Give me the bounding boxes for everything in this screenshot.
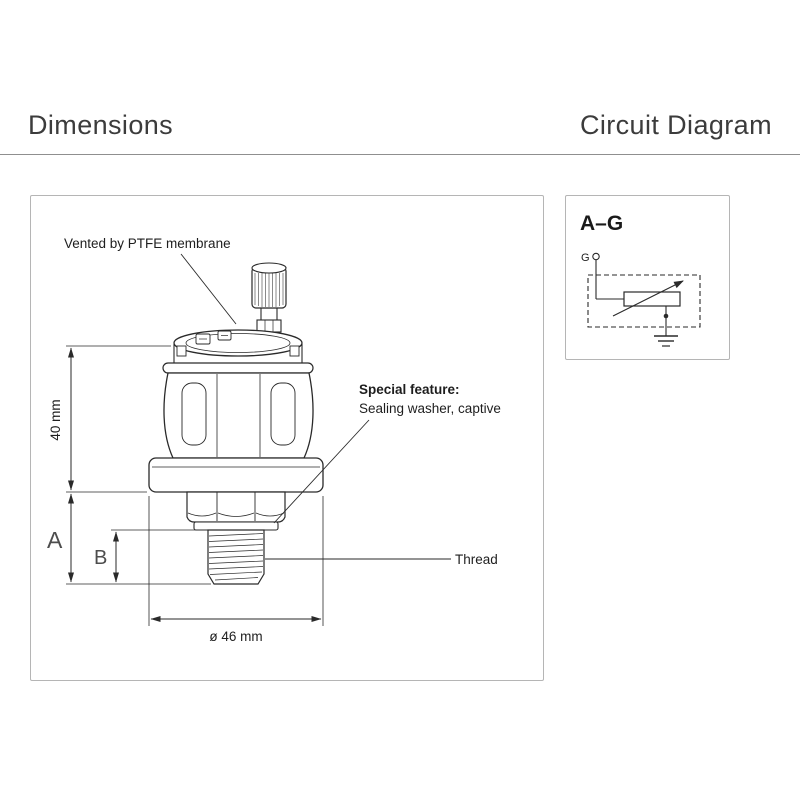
special-feature-text: Sealing washer, captive bbox=[359, 401, 501, 416]
dimension-a-label: A bbox=[47, 527, 63, 553]
sensor-cap-drawing bbox=[173, 329, 303, 364]
junction-dot bbox=[663, 313, 669, 319]
sender-housing-dashed-box bbox=[587, 274, 701, 328]
hex-nut-drawing bbox=[186, 491, 286, 523]
diameter-label: ø 46 mm bbox=[209, 629, 262, 644]
vented-leader-line bbox=[180, 253, 237, 325]
header-divider bbox=[0, 154, 800, 155]
sensor-body-drawing bbox=[162, 362, 314, 459]
dimensions-heading: Dimensions bbox=[28, 110, 174, 140]
special-feature-leader-line bbox=[273, 419, 370, 524]
sensor-drawing: Vented by PTFE membrane 40 mm A B Specia… bbox=[47, 236, 501, 644]
circuit-title: A–G bbox=[580, 212, 623, 235]
dimensions-panel: Vented by PTFE membrane 40 mm A B Specia… bbox=[30, 195, 544, 681]
sealing-washer-drawing bbox=[193, 521, 279, 531]
dimension-lines bbox=[66, 253, 451, 626]
thread-stud-drawing bbox=[207, 529, 265, 585]
resistor-icon bbox=[623, 291, 681, 307]
flange-drawing bbox=[148, 457, 324, 493]
circuit-schematic bbox=[587, 252, 701, 347]
circuit-panel: A–G G bbox=[565, 195, 730, 360]
vented-label: Vented by PTFE membrane bbox=[64, 236, 231, 251]
ground-icon bbox=[654, 335, 678, 347]
circuit-drawing: A–G G bbox=[580, 212, 701, 347]
terminal-g-label: G bbox=[581, 252, 590, 264]
thread-label: Thread bbox=[455, 552, 498, 567]
circuit-heading: Circuit Diagram bbox=[579, 110, 772, 140]
dimension-b-label: B bbox=[94, 547, 107, 569]
vent-valve-drawing bbox=[251, 262, 287, 337]
wiper-arrow-icon bbox=[612, 280, 684, 317]
special-feature-title: Special feature: bbox=[359, 382, 460, 397]
height-dimension-label: 40 mm bbox=[48, 399, 63, 440]
terminal-g-icon bbox=[592, 252, 600, 261]
